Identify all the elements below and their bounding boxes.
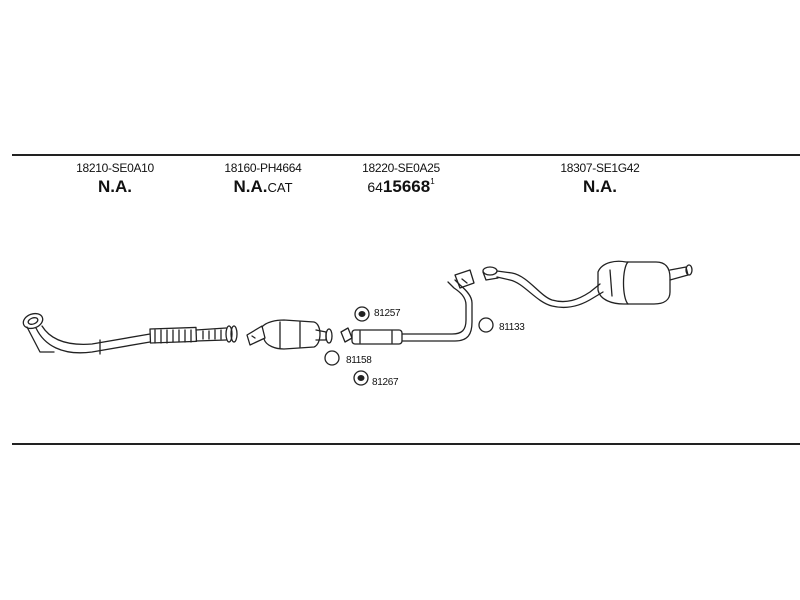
part-column-catalyst: 18160-PH4664 N.A.CAT [208, 161, 318, 197]
part-status: 64156681 [367, 177, 435, 196]
clamp-top-icon [354, 306, 370, 322]
part-column-front-pipe: 18210-SE0A10 N.A. [60, 161, 170, 197]
clamp-top-label: 81257 [374, 308, 401, 319]
bottom-divider-line [12, 443, 800, 445]
middle-pipe-drawing [340, 269, 475, 345]
ring-right-label: 81133 [499, 322, 525, 333]
clamp-bottom-icon [353, 370, 369, 386]
ring-right-icon [478, 317, 494, 333]
part-status: N.A. [583, 177, 617, 196]
catalytic-converter-drawing [246, 319, 333, 350]
part-number: 18307-SE1G42 [560, 161, 640, 175]
part-column-middle-pipe: 18220-SE0A25 64156681 [346, 161, 456, 197]
gasket-middle-icon [324, 350, 340, 366]
part-status: N.A.CAT [233, 177, 293, 196]
gasket-middle-label: 81158 [346, 355, 372, 366]
part-number: 18220-SE0A25 [362, 161, 440, 175]
clamp-bottom-label: 81267 [372, 377, 399, 388]
part-column-rear-muffler: 18307-SE1G42 N.A. [545, 161, 655, 197]
front-pipe-drawing [22, 312, 238, 355]
rear-muffler-drawing [482, 260, 693, 309]
part-status: N.A. [98, 177, 132, 196]
part-number: 18160-PH4664 [224, 161, 302, 175]
part-number: 18210-SE0A10 [76, 161, 154, 175]
top-divider-line [12, 154, 800, 156]
